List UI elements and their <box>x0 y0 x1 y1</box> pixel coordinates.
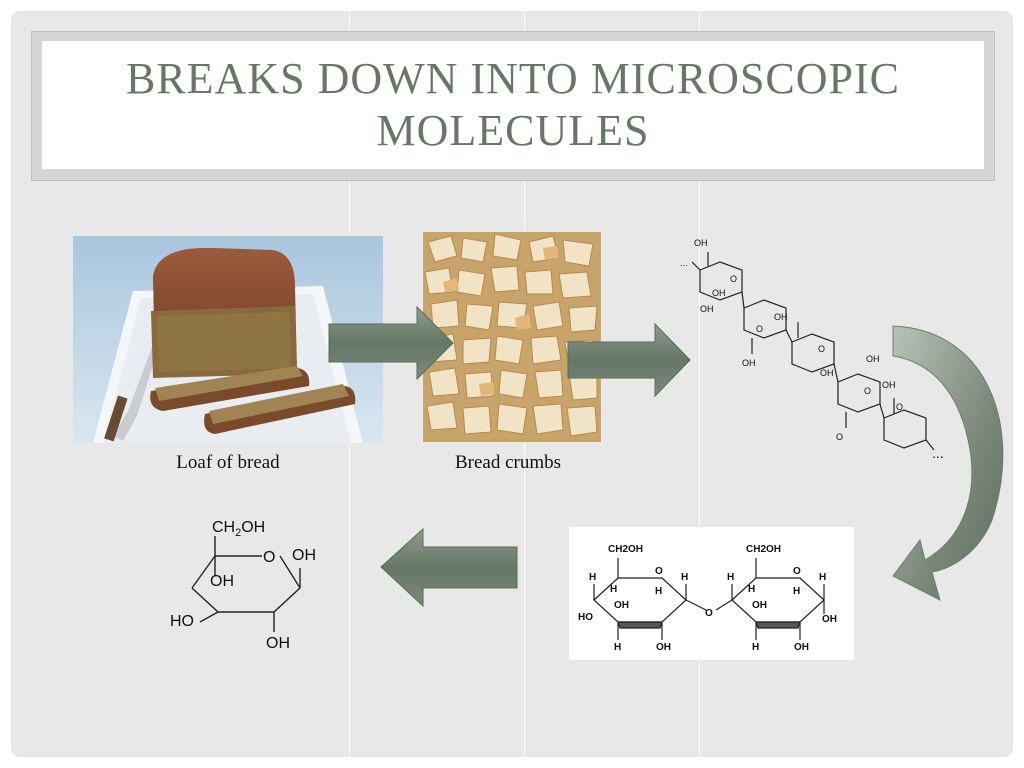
chem-label: OH <box>656 642 671 653</box>
title-box: Breaks down into microscopic molecules <box>42 41 984 169</box>
chem-label: OH <box>822 614 837 625</box>
caption-crumbs: Bread crumbs <box>454 452 562 473</box>
slide: Breaks down into microscopic molecules <box>11 11 1013 757</box>
slide-title: Breaks down into microscopic molecules <box>125 54 901 155</box>
chem-label: OH <box>794 642 809 653</box>
chem-label: O <box>896 402 903 412</box>
chem-label: H <box>614 642 621 653</box>
arrow-left-icon <box>380 527 518 608</box>
chem-label: H <box>752 642 759 653</box>
chem-label: OH <box>712 288 726 298</box>
chem-label: OH <box>614 600 629 611</box>
chem-label: H <box>793 586 800 597</box>
chem-label: H <box>748 584 755 595</box>
chem-label: HO <box>170 613 194 630</box>
chem-label: ... <box>680 258 688 268</box>
chem-label: H <box>681 572 688 583</box>
chem-label: CH2OH <box>746 544 781 555</box>
chem-label: OH <box>694 238 708 248</box>
chem-label: H <box>819 572 826 583</box>
divider-line <box>699 11 700 757</box>
chem-label: OH <box>866 354 880 364</box>
curved-arrow-icon <box>892 325 1004 601</box>
chem-label: OH <box>210 573 234 590</box>
chem-label: OH <box>882 380 896 390</box>
chem-label: O <box>793 566 801 577</box>
title-frame: Breaks down into microscopic molecules <box>31 31 995 181</box>
chem-label: OH <box>700 304 714 314</box>
chem-label: O <box>705 608 713 619</box>
chem-label: OH <box>292 547 316 564</box>
chem-label: H <box>589 572 596 583</box>
chem-label: OH <box>266 635 290 652</box>
chem-label: O <box>263 549 275 566</box>
chem-label: CH2OH <box>608 544 643 555</box>
arrow-right-icon <box>328 305 454 381</box>
bread-loaf-photo <box>73 236 383 443</box>
chem-label: OH <box>820 368 834 378</box>
chem-label: H <box>610 584 617 595</box>
chem-label: O <box>655 566 663 577</box>
chem-label: O <box>730 274 737 284</box>
chem-label: HO <box>578 612 593 623</box>
caption-loaf: Loaf of bread <box>176 452 280 473</box>
chem-label: OH <box>752 600 767 611</box>
chem-label: OH <box>774 312 788 322</box>
chem-label: O <box>836 432 843 442</box>
chem-label: H <box>655 586 662 597</box>
bread-crumbs-photo <box>423 232 601 442</box>
arrow-right-icon <box>567 322 691 398</box>
disaccharide-panel <box>569 527 854 660</box>
chem-label: O <box>756 324 763 334</box>
chem-label: O <box>818 344 825 354</box>
chem-label: H <box>727 572 734 583</box>
chem-label: OH <box>742 358 756 368</box>
chem-label: O <box>864 386 871 396</box>
chem-label: ... <box>932 445 944 461</box>
chem-label: CH2OH <box>212 519 265 539</box>
